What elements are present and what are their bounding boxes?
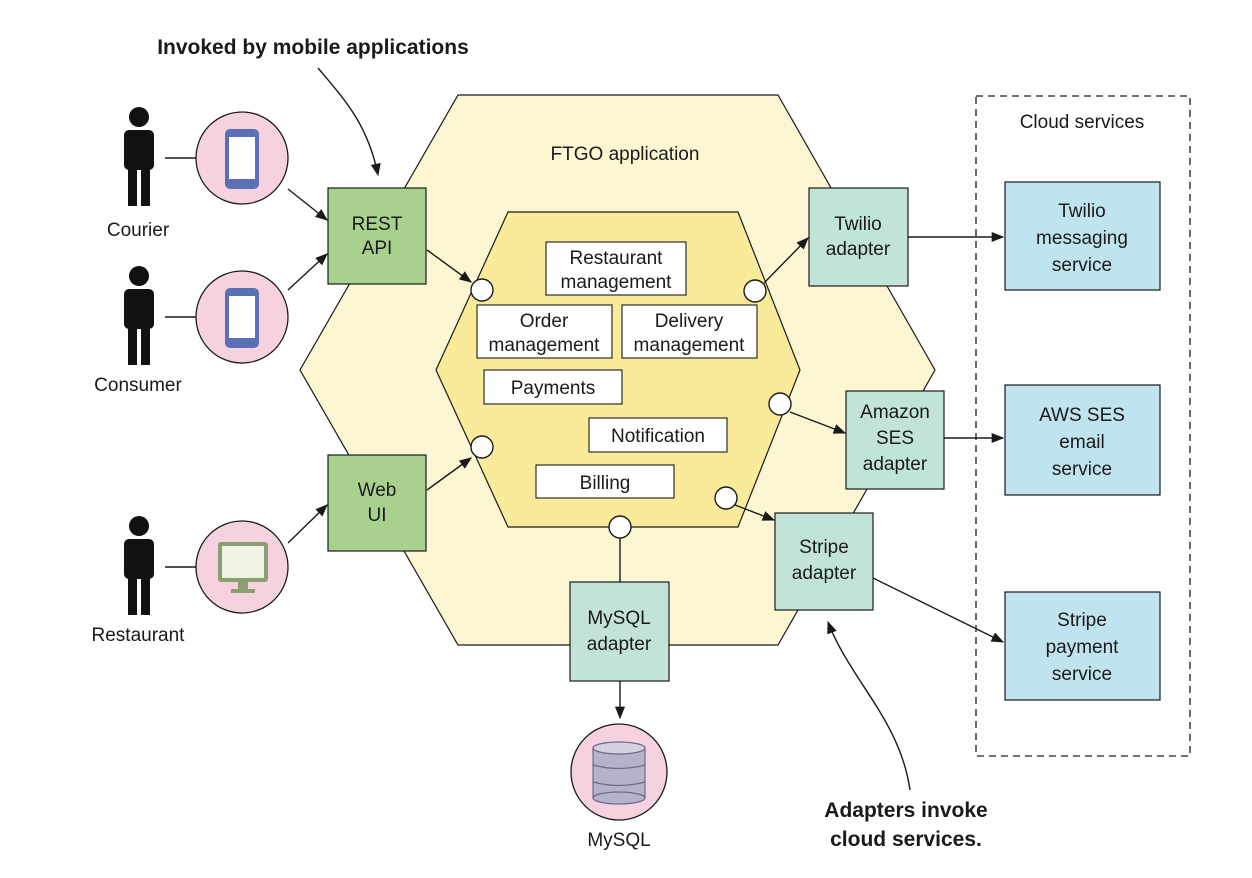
adapters-callout-line2: cloud services.	[830, 828, 982, 851]
web-ui-adapter: Web UI	[327, 454, 427, 552]
stripe-adapter: Stripe adapter	[774, 512, 874, 611]
stripe-service-line2: payment	[1046, 637, 1120, 658]
connectors	[165, 67, 1005, 791]
stripe-adapter-line2: adapter	[792, 563, 857, 584]
consumer-actor: Consumer	[94, 266, 182, 396]
mysql-database: MySQL	[570, 723, 668, 851]
smartphone-icon	[225, 288, 259, 348]
cloud-services-region	[975, 95, 1191, 757]
courier-actor: Courier	[107, 107, 170, 241]
courier-mobile-device	[195, 111, 289, 205]
twilio-adapter-line1: Twilio	[834, 214, 882, 235]
twilio-service-line3: service	[1052, 255, 1112, 276]
delivery-management-line1: Delivery	[655, 311, 724, 332]
port-stripe	[714, 486, 738, 510]
person-icon	[124, 516, 154, 615]
courier-label: Courier	[107, 220, 170, 241]
restaurant-desktop-device	[195, 520, 289, 614]
aws-ses-service-line2: email	[1059, 432, 1104, 453]
port-amazon-ses	[768, 392, 792, 416]
mobile-apps-callout: Invoked by mobile applications	[157, 36, 469, 59]
port-mysql	[608, 515, 632, 539]
smartphone-icon	[225, 129, 259, 189]
aws-ses-email-service: AWS SES email service	[1004, 384, 1161, 496]
twilio-service-line2: messaging	[1036, 228, 1128, 249]
stripe-service-line3: service	[1052, 664, 1112, 685]
consumer-label: Consumer	[94, 375, 182, 396]
rest-api-label-line1: REST	[352, 214, 403, 235]
monitor-icon	[218, 542, 268, 593]
adapters-callout-line1: Adapters invoke	[824, 799, 987, 822]
order-management-module: Order management	[476, 304, 613, 359]
rest-api-adapter: REST API	[327, 187, 427, 285]
port-twilio	[743, 279, 767, 303]
aws-ses-service-line3: service	[1052, 459, 1112, 480]
delivery-management-line2: management	[634, 335, 746, 356]
amazon-ses-adapter-line1: Amazon	[860, 402, 930, 423]
amazon-ses-adapter-line3: adapter	[863, 454, 928, 475]
twilio-messaging-service: Twilio messaging service	[1004, 181, 1161, 291]
aws-ses-service-line1: AWS SES	[1039, 405, 1125, 426]
mysql-adapter-line1: MySQL	[587, 608, 650, 629]
app-title: FTGO application	[551, 144, 700, 165]
ports	[470, 278, 792, 539]
restaurant-management-line1: Restaurant	[570, 248, 664, 269]
delivery-management-module: Delivery management	[621, 304, 758, 359]
order-management-line2: management	[489, 335, 601, 356]
notification-label: Notification	[611, 426, 705, 447]
twilio-adapter-line2: adapter	[826, 239, 891, 260]
amazon-ses-adapter: Amazon SES adapter	[845, 390, 945, 490]
order-management-line1: Order	[520, 311, 569, 332]
stripe-adapter-line1: Stripe	[799, 537, 849, 558]
mysql-adapter-line2: adapter	[587, 634, 652, 655]
twilio-service-line1: Twilio	[1058, 201, 1106, 222]
restaurant-management-module: Restaurant management	[545, 241, 687, 296]
stripe-payment-service: Stripe payment service	[1004, 591, 1161, 701]
billing-module: Billing	[535, 464, 675, 499]
restaurant-management-line2: management	[561, 272, 673, 293]
web-ui-label-line1: Web	[358, 480, 397, 501]
payments-label: Payments	[511, 378, 595, 399]
web-ui-label-line2: UI	[368, 505, 387, 526]
person-icon	[124, 266, 154, 365]
notification-module: Notification	[588, 417, 728, 453]
restaurant-actor: Restaurant	[92, 516, 186, 646]
payments-module: Payments	[483, 369, 623, 405]
consumer-mobile-device	[195, 270, 289, 364]
mysql-label: MySQL	[587, 830, 650, 851]
twilio-adapter: Twilio adapter	[808, 187, 909, 287]
port-web-ui	[470, 435, 494, 459]
cloud-services-title: Cloud services	[1020, 112, 1145, 133]
restaurant-label: Restaurant	[92, 625, 186, 646]
port-rest-api	[470, 278, 494, 302]
stripe-service-line1: Stripe	[1057, 610, 1107, 631]
database-icon	[592, 741, 646, 805]
amazon-ses-adapter-line2: SES	[876, 428, 914, 449]
rest-api-label-line2: API	[362, 238, 393, 259]
mysql-adapter: MySQL adapter	[569, 581, 670, 682]
person-icon	[124, 107, 154, 206]
billing-label: Billing	[580, 473, 631, 494]
